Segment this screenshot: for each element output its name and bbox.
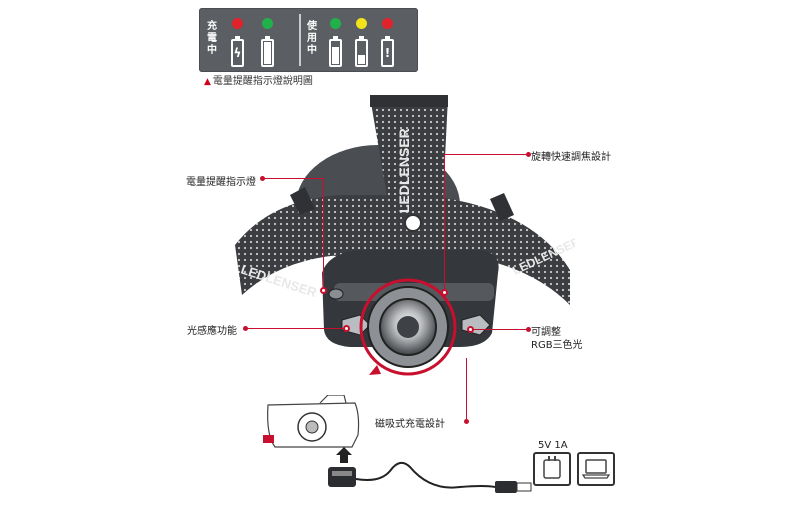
leader-line [466,358,467,421]
charging-label: 充 電 中 [207,21,217,56]
top-strap [370,97,448,260]
rotary-focus-ring [359,278,457,376]
connector-pins [332,471,352,476]
top-strap-cap [370,95,448,107]
rotate-arrow-icon [369,365,381,375]
lamp-outline-clip [319,395,347,404]
leader-line [470,329,528,330]
battery-medium-icon [355,36,368,67]
callout-rgb-line1: 可調整 [531,327,561,338]
green-dot-icon [330,18,341,29]
up-arrow-icon [336,447,352,463]
callout-rgb-line2: RGB三色光 [531,340,583,351]
strap-clip-left [290,187,315,215]
battery-low-icon: ! [381,36,394,67]
battery-charging-icon: ϟ [231,36,244,67]
leader-dot [526,327,531,332]
leader-endpoint [320,287,327,294]
leader-dot [526,152,531,157]
callout-battery-indicator: 電量提醒指示燈 [186,177,256,188]
leader-endpoint [467,326,474,333]
using-label: 使 用 中 [307,21,317,56]
usb-plug-tip [516,482,532,492]
wall-adapter-icon [533,452,571,486]
green-dot-icon [262,18,273,29]
charging-illustration [263,395,532,493]
red-dot-icon [382,18,393,29]
leader-line [444,154,445,290]
leader-endpoint [441,289,448,296]
lens-core [397,316,419,338]
leader-line [323,178,324,288]
leader-dot [464,419,469,424]
lamp-outline [267,402,360,448]
lamp-outline-core [305,420,319,434]
leader-endpoint [343,325,350,332]
battery-full-icon [261,36,274,67]
usb-cable [355,461,496,489]
strap-clip-right [490,193,514,221]
magnetic-connector [328,467,356,487]
yellow-dot-icon [356,18,367,29]
laptop-icon [577,452,615,486]
leader-line [444,154,528,155]
usb-plug [495,481,517,493]
legend-divider [299,14,301,66]
battery-high-icon [329,36,342,67]
callout-light-sensor: 光感應功能 [187,326,237,337]
legend-caption: ▲電量提醒指示燈說明圖 [204,76,313,87]
leader-line [262,178,324,179]
callout-rotary-focus: 旋轉快速調焦設計 [531,152,611,163]
triangle-icon: ▲ [204,77,211,87]
leader-line [245,328,345,329]
headlamp-illustration: LEDLENSER LEDLENSER LEDLENSER [235,95,575,376]
magnetic-port [263,435,274,443]
callout-magnetic-charging: 磁吸式充電設計 [375,419,445,430]
red-dot-icon [232,18,243,29]
power-rating-label: 5V 1A [538,440,568,451]
brand-strap-text: LEDLENSER [396,128,412,213]
battery-indicator-legend: 充 電 中 ϟ 使 用 中 ! [199,8,418,72]
indicator-button [328,288,344,300]
strap-ring [404,214,422,232]
